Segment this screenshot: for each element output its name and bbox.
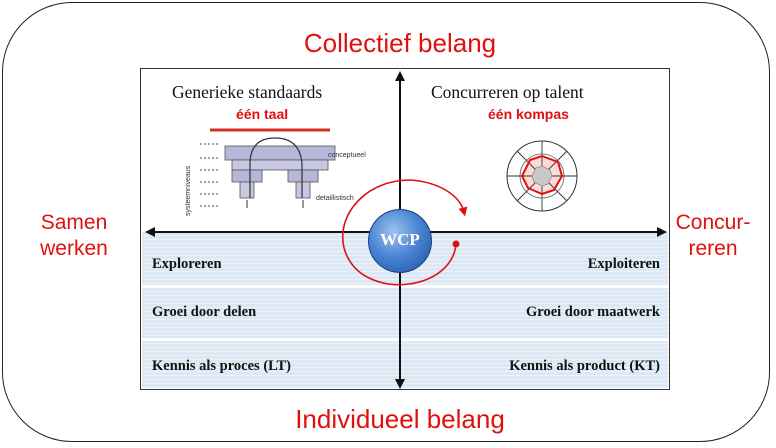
architecture-diagram: systeemniveaus conceptueel detaillistisc… bbox=[185, 128, 366, 216]
compass-radar-chart bbox=[506, 140, 578, 212]
cycle-start-dot bbox=[452, 240, 460, 248]
row3-right-cell: Kennis als product (KT) bbox=[509, 358, 660, 374]
diagram-right-foot bbox=[295, 181, 311, 199]
outer-frame bbox=[2, 2, 770, 442]
diagram-upper-label: conceptueel bbox=[328, 152, 366, 159]
right-axis-label: Concur- reren bbox=[668, 210, 758, 262]
diagram-level-lines bbox=[200, 143, 220, 207]
quadrant-subtitle-top-right: één kompas bbox=[488, 106, 569, 122]
diagram-vertical-label: systeemniveaus bbox=[185, 165, 192, 216]
right-axis-label-line2: reren bbox=[688, 237, 738, 260]
right-axis-label-line1: Concur- bbox=[675, 211, 751, 234]
row2-left-cell: Groei door delen bbox=[152, 304, 257, 320]
left-axis-label-line1: Samen bbox=[40, 211, 108, 234]
top-axis-label: Collectief belang bbox=[303, 28, 497, 58]
diagram-mid-block bbox=[231, 159, 329, 171]
left-axis-label: Samen werken bbox=[24, 210, 124, 262]
quadrant-title-top-left: Generieke standaards bbox=[172, 82, 323, 102]
row1-left-cell: Exploreren bbox=[152, 256, 222, 272]
row-separator-1 bbox=[142, 285, 668, 288]
wcp-center-circle: WCP bbox=[368, 209, 432, 273]
radar-grey-shape bbox=[531, 165, 553, 187]
diagram-arc bbox=[249, 137, 303, 198]
quadrant-subtitle-top-left: één taal bbox=[236, 106, 289, 122]
bottom-axis-label: Individueel belang bbox=[295, 404, 505, 434]
diagram-lower-label: detaillistisch bbox=[316, 195, 354, 202]
quadrant-title-top-right: Concurreren op talent bbox=[431, 82, 584, 102]
left-axis-label-line2: werken bbox=[40, 237, 108, 260]
row1-right-cell: Exploiteren bbox=[587, 256, 660, 272]
row2-right-cell: Groei door maatwerk bbox=[526, 304, 660, 320]
wcp-label: WCP bbox=[380, 230, 420, 249]
cycle-arrow bbox=[342, 179, 468, 286]
row3-left-cell: Kennis als proces (LT) bbox=[152, 358, 291, 374]
row-separator-2 bbox=[142, 338, 668, 341]
